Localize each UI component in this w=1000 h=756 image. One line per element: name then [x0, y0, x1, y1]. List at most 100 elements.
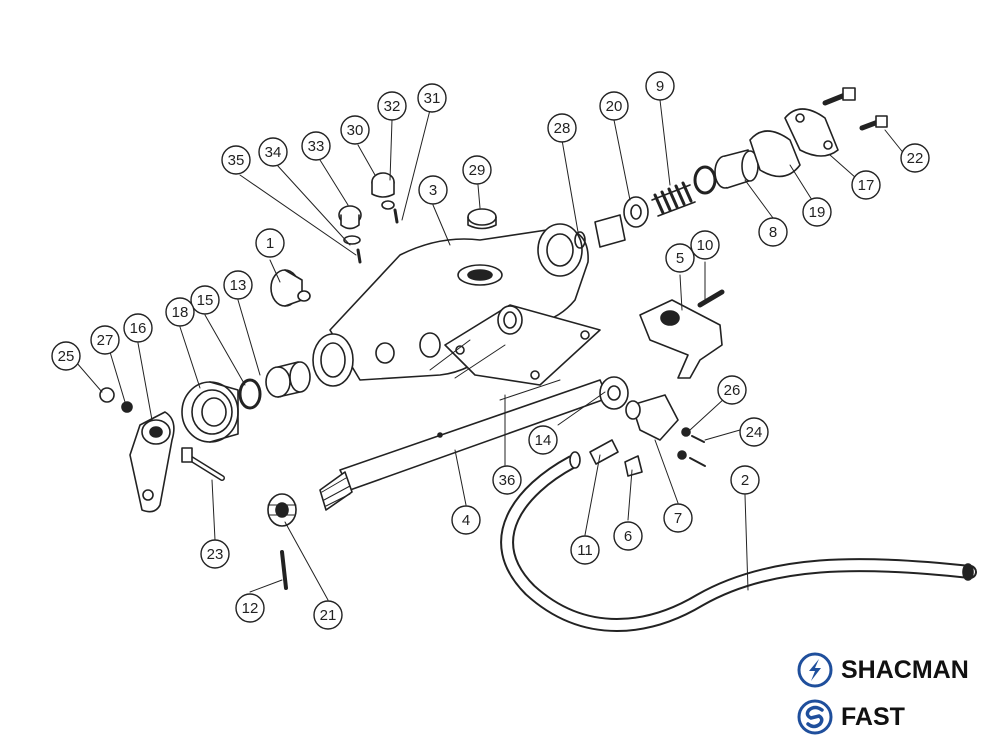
valve-block-part	[625, 394, 679, 441]
callout-25: 25	[51, 341, 81, 371]
callout-3: 3	[418, 175, 448, 205]
callout-29: 29	[462, 155, 492, 185]
callout-4: 4	[451, 505, 481, 535]
svg-text:6: 6	[624, 528, 632, 545]
callout-14: 14	[528, 425, 558, 455]
sector-shaft-part	[319, 379, 609, 511]
pitman-arm-part	[129, 411, 175, 513]
svg-text:36: 36	[499, 472, 516, 489]
washer-part	[121, 401, 133, 413]
svg-text:3: 3	[429, 182, 437, 199]
bearing-part	[181, 381, 239, 443]
callout-17: 17	[851, 170, 881, 200]
steering-housing-part	[312, 223, 601, 387]
sleeve-8-part	[714, 149, 759, 189]
leader-lines	[69, 99, 906, 601]
callout-30: 30	[340, 115, 370, 145]
svg-text:13: 13	[230, 277, 247, 294]
callout-9: 9	[645, 71, 675, 101]
svg-text:18: 18	[172, 304, 189, 321]
o-ring-28-part	[574, 231, 586, 249]
valve-parts	[338, 172, 399, 264]
svg-text:35: 35	[228, 152, 245, 169]
bushing-20-part	[594, 196, 649, 248]
fitting-parts	[569, 427, 706, 477]
callout-6: 6	[613, 521, 643, 551]
svg-text:29: 29	[469, 162, 486, 179]
svg-text:10: 10	[697, 237, 714, 254]
callout-33: 33	[301, 131, 331, 161]
castle-nut-part	[267, 493, 297, 527]
svg-text:4: 4	[462, 512, 470, 529]
callout-8: 8	[758, 217, 788, 247]
ring-29-part	[467, 208, 497, 230]
callout-36: 36	[492, 465, 522, 495]
callout-19: 19	[802, 197, 832, 227]
callout-23: 23	[200, 539, 230, 569]
cap-screw-part	[822, 87, 888, 131]
svg-text:22: 22	[907, 150, 924, 167]
callout-18: 18	[165, 297, 195, 327]
callout-5: 5	[665, 243, 695, 273]
flange-part	[599, 376, 629, 410]
callout-22: 22	[900, 143, 930, 173]
svg-text:7: 7	[674, 510, 682, 527]
svg-text:9: 9	[656, 78, 664, 95]
svg-text:25: 25	[58, 348, 75, 365]
svg-text:5: 5	[676, 250, 684, 267]
callout-32: 32	[377, 91, 407, 121]
cap-part	[270, 269, 311, 307]
svg-text:27: 27	[97, 332, 114, 349]
callout-12: 12	[235, 593, 265, 623]
callout-24: 24	[739, 417, 769, 447]
svg-text:33: 33	[308, 138, 325, 155]
svg-text:28: 28	[554, 120, 571, 137]
spring-part	[651, 181, 696, 217]
bolt-part	[181, 447, 225, 481]
callout-15: 15	[190, 285, 220, 315]
svg-text:23: 23	[207, 546, 224, 563]
ring-part	[693, 165, 717, 195]
svg-text:31: 31	[424, 90, 441, 107]
callout-34: 34	[258, 137, 288, 167]
svg-text:32: 32	[384, 98, 401, 115]
brand-fast: FAST	[797, 697, 905, 737]
svg-text:1: 1	[266, 235, 274, 252]
callout-16: 16	[123, 313, 153, 343]
callout-7: 7	[663, 503, 693, 533]
callout-35: 35	[221, 145, 251, 175]
svg-text:15: 15	[197, 292, 214, 309]
brand-shacman: SHACMAN	[797, 650, 969, 690]
svg-text:14: 14	[535, 432, 552, 449]
svg-text:30: 30	[347, 122, 364, 139]
swirl-s-icon	[797, 699, 833, 735]
svg-text:12: 12	[242, 600, 259, 617]
svg-text:16: 16	[130, 320, 147, 337]
svg-text:26: 26	[724, 382, 741, 399]
callout-11: 11	[570, 535, 600, 565]
nut-part	[99, 387, 115, 403]
callout-1: 1	[255, 228, 285, 258]
cover-plate-part	[749, 108, 839, 178]
brand-primary-name: SHACMAN	[841, 655, 969, 684]
callout-20: 20	[599, 91, 629, 121]
callout-28: 28	[547, 113, 577, 143]
svg-text:17: 17	[858, 177, 875, 194]
callout-26: 26	[717, 375, 747, 405]
svg-text:8: 8	[769, 224, 777, 241]
lightning-s-icon	[797, 652, 833, 688]
svg-text:34: 34	[265, 144, 282, 161]
callout-31: 31	[417, 83, 447, 113]
callout-13: 13	[223, 270, 253, 300]
svg-text:20: 20	[606, 98, 623, 115]
brand-secondary-name: FAST	[841, 702, 905, 731]
bracket-part	[639, 289, 725, 379]
callout-10: 10	[690, 230, 720, 260]
svg-text:2: 2	[741, 472, 749, 489]
bushing-part	[265, 361, 311, 398]
svg-text:19: 19	[809, 204, 826, 221]
callout-21: 21	[313, 600, 343, 630]
seal-ring-part	[238, 378, 262, 410]
callout-2: 2	[730, 465, 760, 495]
